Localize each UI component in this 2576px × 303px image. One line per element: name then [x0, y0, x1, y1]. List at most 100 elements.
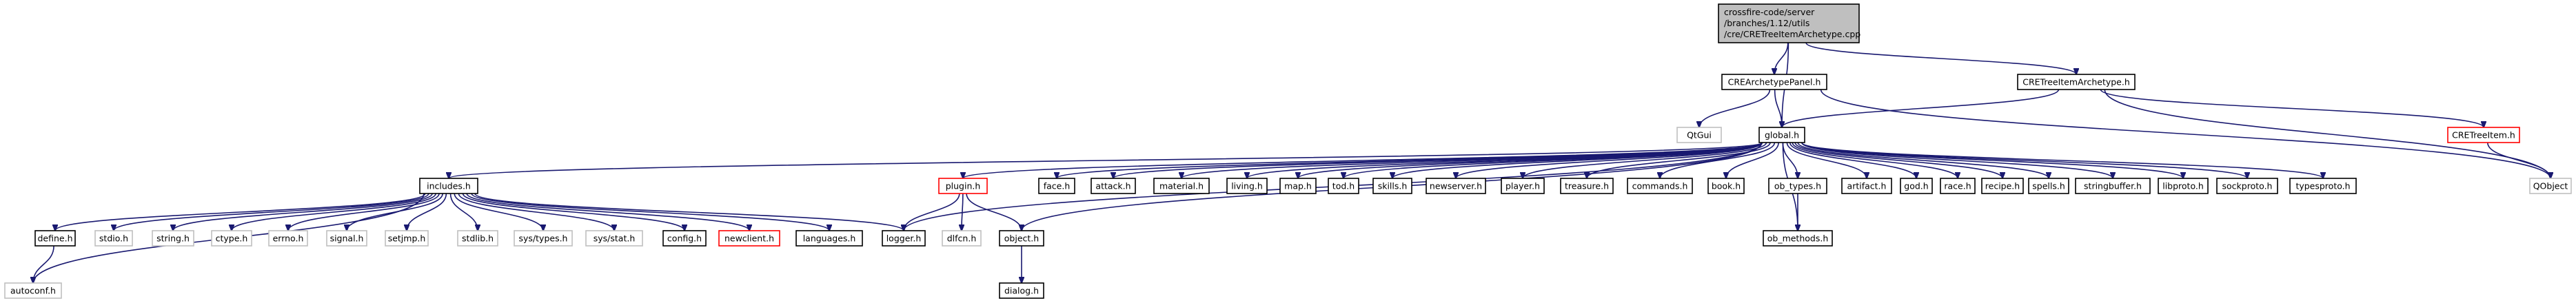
node-sysstat[interactable]: sys/stat.h — [585, 230, 643, 247]
edge-crearchetypepanel-to-qobject — [1820, 89, 2550, 178]
face-label: face.h — [1044, 181, 1071, 191]
node-treasure[interactable]: treasure.h — [1560, 178, 1614, 194]
node-book[interactable]: book.h — [1707, 178, 1745, 194]
edge-includes-to-signal — [347, 193, 443, 231]
edge-global-to-treasure — [1587, 142, 1771, 178]
object-label: object.h — [1004, 233, 1039, 244]
node-systypes[interactable]: sys/types.h — [514, 230, 573, 247]
node-recipe[interactable]: recipe.h — [1981, 178, 2024, 194]
newserver-label: newserver.h — [1430, 181, 1482, 191]
node-tod[interactable]: tod.h — [1328, 178, 1359, 194]
edge-plugin-to-logger — [904, 193, 960, 231]
node-object[interactable]: object.h — [999, 230, 1044, 247]
crearchetypepanel-label: CREArchetypePanel.h — [1728, 77, 1821, 87]
sysstat-label: sys/stat.h — [594, 233, 636, 244]
artifact-label: artifact.h — [1847, 181, 1887, 191]
node-material[interactable]: material.h — [1153, 178, 1210, 194]
signal-label: signal.h — [330, 233, 364, 244]
edge-plugin-to-object — [966, 193, 1022, 231]
edge-global-to-typesproto — [1801, 142, 2323, 178]
node-typesproto[interactable]: typesproto.h — [2289, 178, 2357, 194]
edge-includes-to-languages — [471, 193, 829, 231]
god-label: god.h — [1904, 181, 1928, 191]
dlfcn-label: dlfcn.h — [947, 233, 977, 244]
node-ob-methods[interactable]: ob_methods.h — [1763, 230, 1833, 247]
edge-includes-to-sysstat — [458, 193, 614, 231]
recipe-label: recipe.h — [1985, 181, 2020, 191]
root-label-line-3: /cre/CRETreeItemArchetype.cpp — [1724, 29, 1860, 39]
node-languages[interactable]: languages.h — [795, 230, 863, 247]
newclient-label: newclient.h — [724, 233, 774, 244]
stringbuffer-label: stringbuffer.h — [2084, 181, 2142, 191]
node-dlfcn[interactable]: dlfcn.h — [942, 230, 982, 247]
node-stdio[interactable]: stdio.h — [94, 230, 133, 247]
node-setjmp[interactable]: setjmp.h — [385, 230, 429, 247]
node-artifact[interactable]: artifact.h — [1841, 178, 1892, 194]
node-crearchetypepanel[interactable]: CREArchetypePanel.h — [1721, 74, 1827, 90]
edge-includes-to-setjmp — [407, 193, 447, 231]
edge-global-to-player — [1523, 142, 1767, 178]
edge-global-to-includes — [449, 142, 1763, 178]
ob-methods-label: ob_methods.h — [1767, 233, 1829, 244]
node-signal[interactable]: signal.h — [326, 230, 367, 247]
setjmp-label: setjmp.h — [388, 233, 426, 244]
edge-global-to-skills — [1392, 142, 1763, 178]
edge-cretreeitemarchetype-to-qobject — [2104, 89, 2550, 178]
edge-root-to-crearchetypepanel — [1774, 42, 1789, 74]
node-map[interactable]: map.h — [1279, 178, 1317, 194]
node-attack[interactable]: attack.h — [1091, 178, 1136, 194]
edge-global-to-stringbuffer — [1801, 142, 2113, 178]
edge-global-to-book — [1726, 142, 1779, 178]
stdio-label: stdio.h — [99, 233, 128, 244]
logger-label: logger.h — [886, 233, 922, 244]
node-ctype[interactable]: ctype.h — [211, 230, 252, 247]
node-errno[interactable]: errno.h — [268, 230, 308, 247]
node-god[interactable]: god.h — [1900, 178, 1933, 194]
node-ob-types[interactable]: ob_types.h — [1768, 178, 1827, 194]
edge-global-to-commands — [1660, 142, 1776, 178]
spells-label: spells.h — [2032, 181, 2065, 191]
node-includes[interactable]: includes.h — [419, 178, 478, 194]
node-cretreeitem[interactable]: CRETreeItem.h — [2447, 127, 2520, 143]
node-newclient[interactable]: newclient.h — [718, 230, 780, 247]
node-root[interactable]: crossfire-code/server /branches/1.12/uti… — [1718, 3, 1860, 43]
node-spells[interactable]: spells.h — [2028, 178, 2069, 194]
map-label: map.h — [1284, 181, 1312, 191]
node-string[interactable]: string.h — [152, 230, 194, 247]
edge-crearchetypepanel-to-global — [1774, 89, 1782, 127]
edge-includes-to-ctype — [232, 193, 436, 231]
node-sockproto[interactable]: sockproto.h — [2216, 178, 2278, 194]
node-plugin[interactable]: plugin.h — [938, 178, 988, 194]
qobject-label: QObject — [2533, 181, 2568, 191]
edge-plugin-to-dlfcn — [962, 193, 963, 231]
skills-label: skills.h — [1378, 181, 1408, 191]
node-dialog[interactable]: dialog.h — [999, 282, 1044, 299]
node-newserver[interactable]: newserver.h — [1426, 178, 1486, 194]
systypes-label: sys/types.h — [519, 233, 568, 244]
root-label-line-1: crossfire-code/server — [1724, 7, 1815, 17]
node-global[interactable]: global.h — [1758, 127, 1805, 143]
edge-global-to-god — [1789, 142, 1916, 178]
node-logger[interactable]: logger.h — [882, 230, 926, 247]
node-face[interactable]: face.h — [1038, 178, 1075, 194]
edge-cretreeitem-to-qobject — [2487, 142, 2550, 178]
node-libproto[interactable]: libproto.h — [2158, 178, 2209, 194]
includes-label: includes.h — [427, 181, 471, 191]
node-race[interactable]: race.h — [1940, 178, 1976, 194]
node-living[interactable]: living.h — [1226, 178, 1268, 194]
node-cretreeitemarchetype[interactable]: CRETreeItemArchetype.h — [2017, 74, 2136, 90]
errno-label: errno.h — [273, 233, 304, 244]
node-qtgui[interactable]: QtGui — [1676, 127, 1722, 143]
node-commands[interactable]: commands.h — [1627, 178, 1693, 194]
node-config[interactable]: config.h — [662, 230, 707, 247]
node-skills[interactable]: skills.h — [1372, 178, 1412, 194]
cretreeitem-label: CRETreeItem.h — [2452, 130, 2515, 140]
edge-includes-to-config — [462, 193, 684, 231]
node-stringbuffer[interactable]: stringbuffer.h — [2075, 178, 2151, 194]
node-stdlib[interactable]: stdlib.h — [457, 230, 498, 247]
node-autoconf[interactable]: autoconf.h — [4, 282, 62, 299]
node-qobject[interactable]: QObject — [2529, 178, 2572, 194]
node-define[interactable]: define.h — [34, 230, 76, 247]
node-player[interactable]: player.h — [1501, 178, 1545, 194]
